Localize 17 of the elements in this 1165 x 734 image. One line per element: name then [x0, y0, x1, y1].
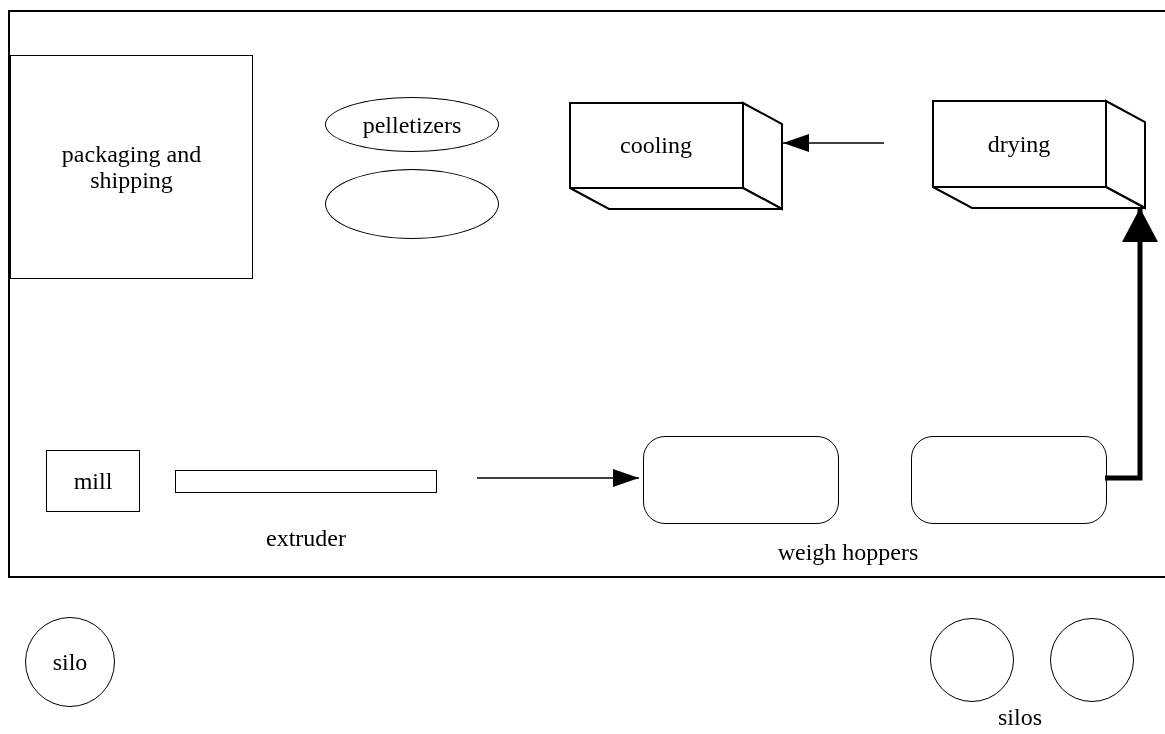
equipment-label: extruder	[266, 525, 346, 552]
hopper-box	[643, 436, 839, 524]
arrow	[476, 469, 640, 487]
building-outline	[8, 10, 1165, 578]
hopper-box	[911, 436, 1107, 524]
equipment-label: silo	[52, 649, 88, 675]
group-label: silos	[998, 704, 1042, 731]
equipment-label: cooling	[620, 132, 692, 158]
equipment-box	[46, 450, 140, 512]
arrow	[782, 134, 885, 152]
equipment-label: pelletizers	[362, 111, 462, 138]
arrow	[1105, 208, 1158, 481]
group-label: weigh hoppers	[777, 539, 919, 566]
equipment-box	[10, 55, 253, 279]
equipment-label: drying	[987, 130, 1051, 157]
equipment-label: packaging and shipping	[61, 141, 202, 193]
equipment-label: mill	[73, 468, 113, 494]
